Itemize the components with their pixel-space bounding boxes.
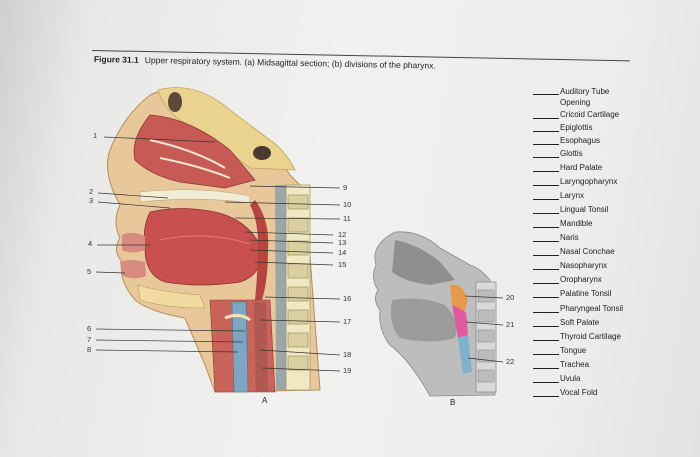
answer-blank[interactable]: [533, 283, 559, 284]
term-label: Epiglottis: [560, 123, 593, 132]
answer-blank[interactable]: [533, 94, 559, 95]
callout-7: 7: [87, 335, 92, 344]
answer-blank[interactable]: [533, 171, 559, 172]
callout-12: 12: [338, 230, 347, 239]
term-label: Cricoid Cartilage: [560, 110, 620, 119]
term-label: Thyroid Cartilage: [560, 332, 621, 341]
term-row: Laryngopharynx: [533, 177, 658, 189]
callout-14: 14: [338, 248, 347, 257]
answer-blank[interactable]: [533, 326, 559, 327]
answer-blank[interactable]: [533, 382, 559, 383]
term-row: Nasopharynx: [533, 261, 658, 273]
term-row: Naris: [533, 233, 658, 245]
callout-20: 20: [506, 293, 515, 302]
term-row: Larynx: [533, 191, 658, 203]
answer-blank[interactable]: [533, 312, 559, 313]
term-row: Glottis: [533, 149, 658, 161]
answer-blank[interactable]: [533, 227, 559, 228]
callout-9: 9: [343, 183, 348, 192]
leader-lines-a: [95, 136, 341, 372]
callout-17: 17: [343, 317, 352, 326]
answer-blank[interactable]: [533, 131, 559, 132]
term-label: Lingual Tonsil: [560, 205, 609, 214]
term-row: Uvula: [533, 374, 658, 386]
callout-4: 4: [88, 239, 93, 248]
callout-3: 3: [89, 196, 94, 205]
term-label: Laryngopharynx: [560, 177, 618, 186]
term-row: Hard Palate: [533, 163, 658, 175]
term-row: Pharyngeal Tonsil: [533, 304, 658, 316]
term-label: Palatine Tonsil: [560, 289, 612, 298]
midsagittal-section-image: [107, 87, 321, 393]
answer-blank[interactable]: [533, 297, 559, 298]
term-label: Mandible: [560, 219, 593, 228]
answer-blank[interactable]: [533, 354, 559, 355]
panel-label-a: A: [262, 396, 268, 405]
term-row: Nasal Conchae: [533, 247, 658, 259]
term-row: Epiglottis: [533, 123, 658, 135]
answer-blank[interactable]: [533, 269, 559, 270]
callout-18: 18: [343, 350, 352, 359]
answer-blank[interactable]: [533, 144, 559, 145]
callout-2: 2: [89, 187, 94, 196]
term-row: Mandible: [533, 219, 658, 231]
term-label: Nasopharynx: [560, 261, 608, 270]
answer-blank[interactable]: [533, 213, 559, 214]
term-label: Larynx: [560, 191, 585, 200]
callout-19: 19: [343, 366, 352, 375]
term-label: Trachea: [560, 360, 590, 369]
term-label: Naris: [560, 233, 579, 242]
term-row: Soft Palate: [533, 318, 658, 330]
term-label: Tongue: [560, 346, 587, 355]
term-label: Oropharynx: [560, 275, 602, 284]
term-row: Palatine Tonsil: [533, 289, 658, 301]
answer-blank[interactable]: [533, 199, 559, 200]
answer-blank[interactable]: [533, 255, 559, 256]
term-label: Nasal Conchae: [560, 247, 615, 256]
term-label: Vocal Fold: [560, 388, 598, 397]
callout-13: 13: [338, 238, 347, 247]
answer-blank[interactable]: [533, 157, 559, 158]
pharynx-divisions-image: [373, 231, 497, 397]
term-label: Esophagus: [560, 136, 601, 145]
callout-1: 1: [93, 131, 98, 140]
term-label: Glottis: [560, 149, 583, 158]
answer-blank[interactable]: [533, 118, 559, 119]
answer-blank[interactable]: [533, 340, 559, 341]
leader-lines-b: [464, 295, 504, 363]
term-row: Tongue: [533, 346, 658, 358]
callout-5: 5: [87, 267, 92, 276]
callout-16: 16: [343, 294, 352, 303]
callout-11: 11: [343, 214, 351, 223]
callout-21: 21: [506, 320, 515, 329]
answer-blank[interactable]: [533, 396, 559, 397]
term-row: Oropharynx: [533, 275, 658, 287]
term-label: Hard Palate: [560, 163, 603, 172]
term-label: Pharyngeal Tonsil: [560, 304, 624, 313]
term-row: Lingual Tonsil: [533, 205, 658, 217]
term-row: Vocal Fold: [533, 388, 658, 400]
answer-blank[interactable]: [533, 185, 559, 186]
term-row: Auditory Tube Opening: [533, 86, 658, 107]
callout-15: 15: [338, 260, 347, 269]
term-row: Cricoid Cartilage: [533, 110, 658, 122]
term-label: Uvula: [560, 374, 581, 383]
callout-10: 10: [343, 200, 352, 209]
callout-22: 22: [506, 357, 515, 366]
callout-6: 6: [87, 324, 92, 333]
term-row: Esophagus: [533, 136, 658, 148]
term-row: Thyroid Cartilage: [533, 332, 658, 344]
term-label: Auditory Tube Opening: [560, 87, 610, 107]
term-row: Trachea: [533, 360, 658, 372]
callout-8: 8: [87, 345, 92, 354]
answer-blank[interactable]: [533, 368, 559, 369]
term-label: Soft Palate: [560, 318, 600, 327]
panel-label-b: B: [450, 398, 456, 407]
answer-blank[interactable]: [533, 241, 559, 242]
